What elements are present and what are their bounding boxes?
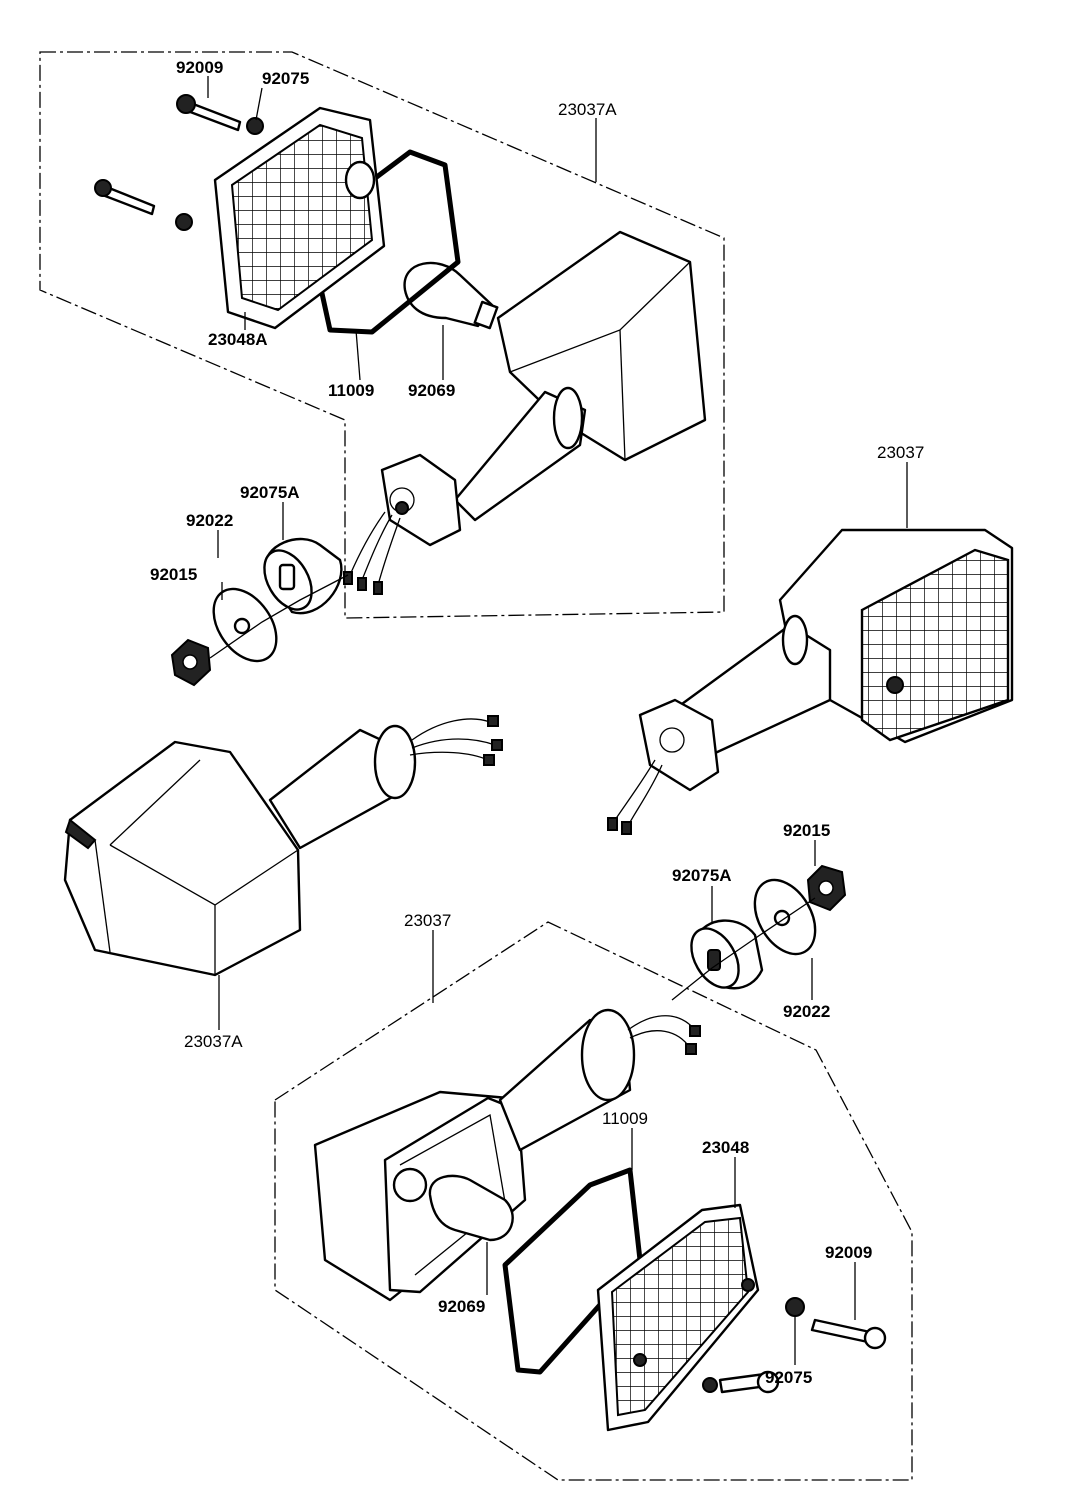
left-nut (170, 638, 212, 687)
left-grommet (263, 537, 343, 615)
label-bottom-washer: 92075 (765, 1368, 812, 1387)
label-right-signal: 23037 (877, 443, 924, 462)
label-right-grommet: 92075A (672, 866, 732, 885)
label-top-gasket: 11009 (328, 381, 374, 400)
label-left-nut: 92015 (150, 565, 197, 584)
top-signal-housing (380, 230, 707, 547)
top-wires (343, 511, 401, 595)
top-lens (213, 106, 386, 330)
top-bulb (403, 261, 499, 330)
top-bolts (94, 94, 264, 231)
bottom-bulb (428, 1174, 514, 1242)
label-top-washer: 92075 (262, 69, 309, 88)
bottom-lens (596, 1203, 760, 1432)
label-top-lens: 23048A (208, 330, 268, 349)
label-top-bolt: 92009 (176, 58, 223, 77)
bottom-group-boundary (274, 921, 913, 1481)
label-top-assembly: 23037A (558, 100, 617, 119)
label-left-grommet: 92075A (240, 483, 300, 502)
label-bottom-bulb: 92069 (438, 1297, 485, 1316)
label-bottom-bolt: 92009 (825, 1243, 872, 1262)
label-right-washer: 92022 (783, 1002, 830, 1021)
label-top-bulb: 92069 (408, 381, 455, 400)
top-group-boundary (39, 51, 725, 619)
right-hardware-axis (671, 897, 816, 1001)
label-left-signal: 23037A (184, 1032, 243, 1051)
right-signal (607, 528, 1014, 835)
label-bottom-lens: 23048 (702, 1138, 749, 1157)
label-bottom-assembly: 23037 (404, 911, 451, 930)
right-nut (806, 864, 847, 912)
left-hardware-axis (209, 574, 349, 659)
right-grommet (690, 919, 764, 990)
leader-lines (207, 76, 908, 1365)
label-left-washer: 92022 (186, 511, 233, 530)
left-signal (63, 715, 503, 977)
right-washer (753, 878, 817, 956)
label-bottom-gasket: 11009 (602, 1109, 648, 1128)
label-right-nut: 92015 (783, 821, 830, 840)
